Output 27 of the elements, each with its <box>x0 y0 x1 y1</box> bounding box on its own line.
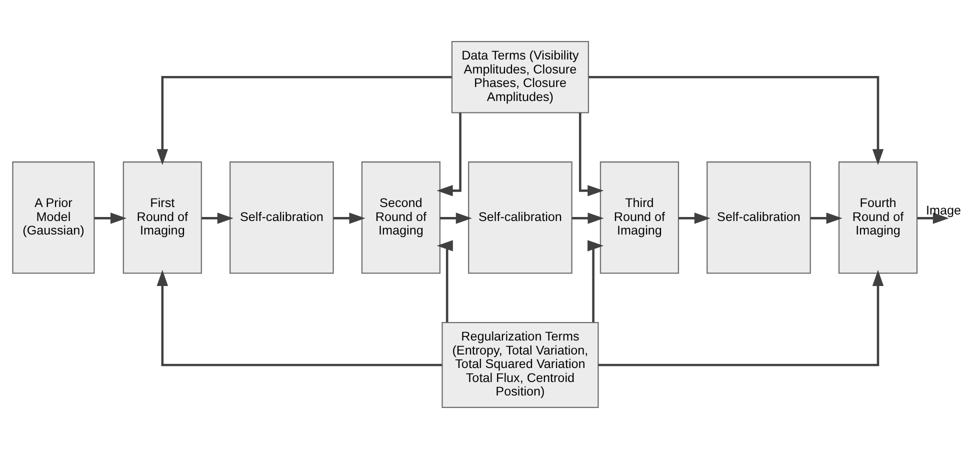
arrow <box>440 212 472 224</box>
node-box: Self-calibration <box>468 161 572 274</box>
arrow <box>810 212 842 224</box>
arrow <box>156 76 452 166</box>
arrow <box>572 212 604 224</box>
arrow <box>436 240 453 322</box>
arrow <box>917 212 949 224</box>
arrow <box>588 240 604 322</box>
node-box: Second Round of Imaging <box>361 161 440 274</box>
arrow <box>578 112 604 196</box>
arrow <box>598 270 884 366</box>
arrow <box>436 112 462 196</box>
node-box: Regularization Terms (Entropy, Total Variation, Total Squared Variation Total Flux, Centroid Position) <box>442 322 599 408</box>
arrow <box>588 76 884 166</box>
edge-label: Image <box>926 204 961 218</box>
node-box: Data Terms (Visibility Amplitudes, Closure Phases, Closure Amplitudes) <box>451 41 590 114</box>
arrow <box>333 212 366 224</box>
node-box: First Round of Imaging <box>122 161 202 274</box>
node-box: Fourth Round of Imaging <box>838 161 918 274</box>
node-box: A Prior Model (Gaussian) <box>12 161 95 274</box>
node-box: Self-calibration <box>706 161 811 274</box>
node-box: Third Round of Imaging <box>600 161 680 274</box>
arrow <box>94 212 127 224</box>
arrow <box>678 212 710 224</box>
arrow <box>156 270 442 366</box>
arrow <box>201 212 234 224</box>
node-box: Self-calibration <box>230 161 334 274</box>
